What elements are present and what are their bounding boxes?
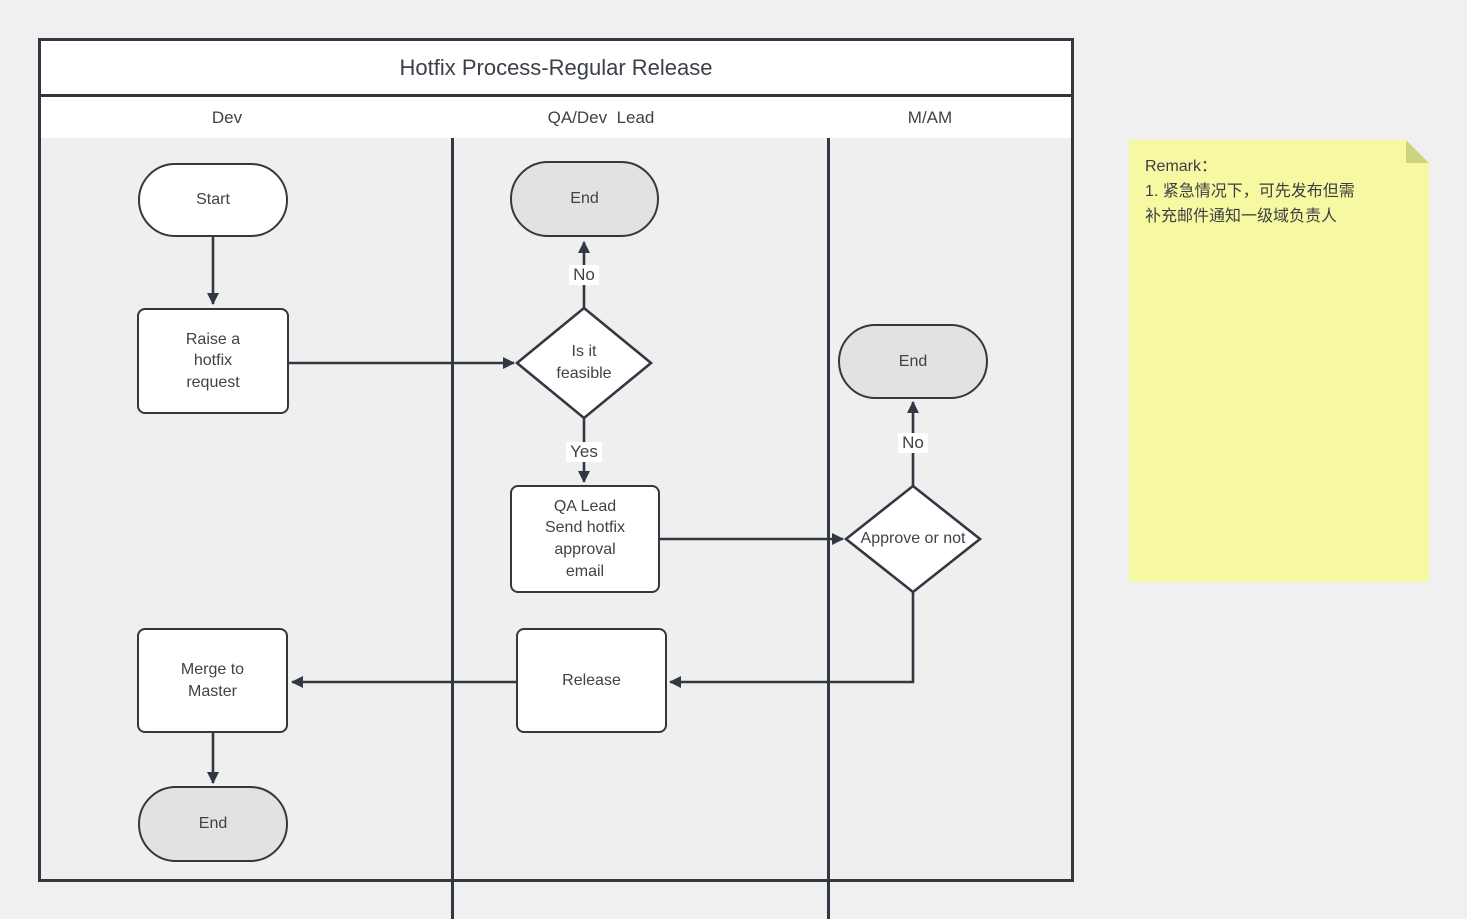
node-end-mam-label: End [898,352,928,370]
node-start: Start [138,163,288,237]
node-end-qa-label: End [570,190,599,208]
lane-divider-2 [827,138,830,919]
lane-divider-1 [451,138,454,919]
node-raise-hotfix-request: Raise a hotfix request [137,308,289,414]
lane-label-m-am: M/AM [907,107,953,127]
node-is-it-feasible-label: Is it feasible [556,343,612,382]
node-approve-or-not-label: Approve or not [860,530,966,548]
node-end-dev: End [138,786,288,862]
lane-header-dev: Dev [41,97,413,138]
lane-label-qa-dev-lead: QA/Dev Lead [547,107,655,127]
note-line-1: 1. 紧急情况下，可先发布但需 [1145,183,1355,200]
node-end-qa: End [510,161,659,237]
node-start-label: Start [196,191,230,209]
node-release-label: Release [562,671,621,689]
diagram-title: Hotfix Process-Regular Release [399,54,713,80]
node-merge-to-master-label: Merge to Master [180,660,245,700]
note-line-2: 补充邮件通知一级域负责人 [1145,208,1338,225]
lane-header-row: Dev QA/Dev Lead M/AM [41,97,1071,141]
remark-sticky-note: Remark： 1. 紧急情况下，可先发布但需 补充邮件通知一级域负责人 [1129,140,1429,582]
lane-header-m-am: M/AM [789,97,1071,138]
node-qa-lead-send-email: QA Lead Send hotfix approval email [510,485,660,593]
node-raise-hotfix-request-label: Raise a hotfix request [185,330,241,391]
edge-label-approve-no: No [898,433,928,453]
node-end-mam: End [838,324,988,399]
lane-label-dev: Dev [211,107,243,127]
edge-label-feasible-yes: Yes [566,442,602,462]
note-heading: Remark： [1145,158,1218,175]
node-qa-lead-send-email-label: QA Lead Send hotfix approval email [544,497,626,580]
lane-header-qa-dev-lead: QA/Dev Lead [413,97,789,138]
node-merge-to-master: Merge to Master [137,628,288,733]
diagram-title-row: Hotfix Process-Regular Release [41,41,1071,97]
edge-label-feasible-no: No [569,265,599,285]
node-end-dev-label: End [198,815,228,833]
node-release: Release [516,628,667,733]
